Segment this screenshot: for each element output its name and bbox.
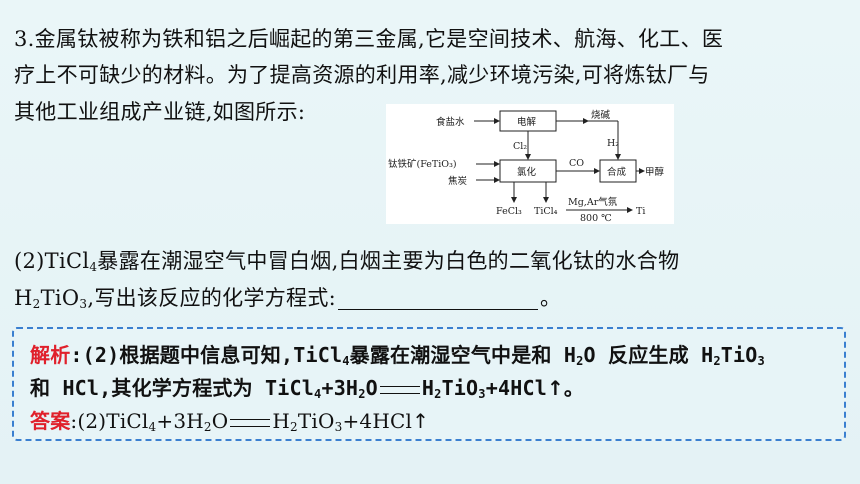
question-line-3: 其他工业组成产业链,如图所示: — [14, 100, 306, 124]
subscript: 3 — [757, 354, 765, 368]
synthesis-label: 合成 — [607, 166, 627, 178]
formula-text: TiO — [40, 286, 80, 310]
analysis-text: TiO — [720, 343, 758, 367]
subscript: 2 — [290, 420, 298, 434]
formula-text: H — [421, 376, 435, 400]
subscript: 2 — [358, 387, 366, 401]
ilmenite-label: 钛铁矿(FeTiO₃) — [388, 158, 457, 170]
question-line-2: 疗上不可缺少的材料。为了提高资源的利用率,减少环境污染,可将炼钛厂与 — [14, 63, 710, 87]
formula-text: +3H — [321, 376, 359, 400]
subscript: 2 — [203, 420, 212, 434]
part2-text: (2)TiCl — [14, 249, 90, 273]
formula-text: O — [365, 376, 378, 400]
analysis-label: 解析 — [30, 343, 71, 367]
answer-box: 解析:(2)根据题中信息可知,TiCl4暴露在潮湿空气中是和 H2O 反应生成 … — [12, 327, 846, 441]
part2-text: ,写出该反应的化学方程式: — [87, 286, 336, 310]
mg-ar-label: Mg,Ar气氛 — [568, 196, 618, 208]
period: 。 — [563, 376, 585, 400]
question-line-1: 3.金属钛被称为铁和铝之后崛起的第三金属,它是空间技术、航海、化工、医 — [14, 27, 724, 51]
formula-text: H — [14, 286, 33, 310]
h2-label: H₂ — [607, 138, 619, 149]
period: 。 — [540, 286, 562, 310]
gas-arrow-icon: ↑ — [546, 376, 564, 400]
equals-sign — [230, 418, 271, 427]
formula-text: TiO — [297, 409, 335, 433]
coke-label: 焦炭 — [448, 175, 468, 187]
subscript: 3 — [334, 420, 343, 434]
ticl4-label: TiCl₄ — [534, 206, 558, 217]
analysis-text: O 反应生成 H — [583, 343, 714, 367]
colon: : — [70, 409, 78, 433]
cl2-label: Cl₂ — [513, 141, 527, 152]
analysis-line-1: 解析:(2)根据题中信息可知,TiCl4暴露在潮湿空气中是和 H2O 反应生成 … — [30, 343, 765, 367]
part2-line-2: H2TiO3,写出该反应的化学方程式: 。 — [14, 286, 844, 310]
formula-text: +4HCl — [342, 409, 413, 433]
formula-text: +4HCl — [485, 376, 547, 400]
caustic-soda-label: 烧碱 — [591, 109, 611, 121]
analysis-text: 暴露在潮湿空气中是和 H — [349, 343, 577, 367]
subscript: 3 — [478, 387, 486, 401]
subscript: 3 — [79, 297, 88, 311]
electrolysis-label: 电解 — [517, 116, 537, 128]
ti-label: Ti — [636, 206, 645, 217]
gas-arrow-icon: ↑ — [412, 409, 430, 433]
part2-line-1: (2)TiCl4暴露在潮湿空气中冒白烟,白烟主要为白色的二氧化钛的水合物 — [14, 249, 844, 273]
equals-sign — [379, 385, 420, 394]
salt-water-label: 食盐水 — [436, 116, 465, 128]
analysis-text: (2)根据题中信息可知,TiCl — [82, 343, 343, 367]
chlorination-label: 氯化 — [517, 166, 537, 178]
answer-label: 答案 — [30, 409, 71, 433]
process-flowchart: 电解 氯化 合成 食盐水 烧碱 H₂ Cl₂ 钛铁矿(FeTiO₃) 焦炭 CO… — [386, 104, 674, 224]
subscript: 4 — [89, 260, 98, 274]
part2-text: 暴露在潮湿空气中冒白烟,白烟主要为白色的二氧化钛的水合物 — [97, 249, 680, 273]
temperature-label: 800 ℃ — [580, 213, 612, 224]
formula-text: +3H — [156, 409, 204, 433]
subscript: 2 — [576, 354, 584, 368]
subscript: 4 — [342, 354, 350, 368]
analysis-text: 和 HCl,其化学方程式为 TiCl — [30, 376, 315, 400]
formula-text: TiO — [441, 376, 479, 400]
colon: : — [70, 343, 83, 367]
answer-text: (2)TiCl — [77, 409, 149, 433]
formula-text: H — [272, 409, 291, 433]
formula-text: O — [211, 409, 229, 433]
subscript: 2 — [32, 297, 41, 311]
methanol-label: 甲醇 — [645, 166, 665, 178]
subscript: 2 — [713, 354, 721, 368]
fecl3-label: FeCl₃ — [496, 206, 522, 217]
subscript: 4 — [314, 387, 322, 401]
subscript: 4 — [148, 420, 157, 434]
subscript: 2 — [434, 387, 442, 401]
co-label: CO — [569, 158, 584, 169]
answer-blank[interactable] — [338, 289, 538, 310]
